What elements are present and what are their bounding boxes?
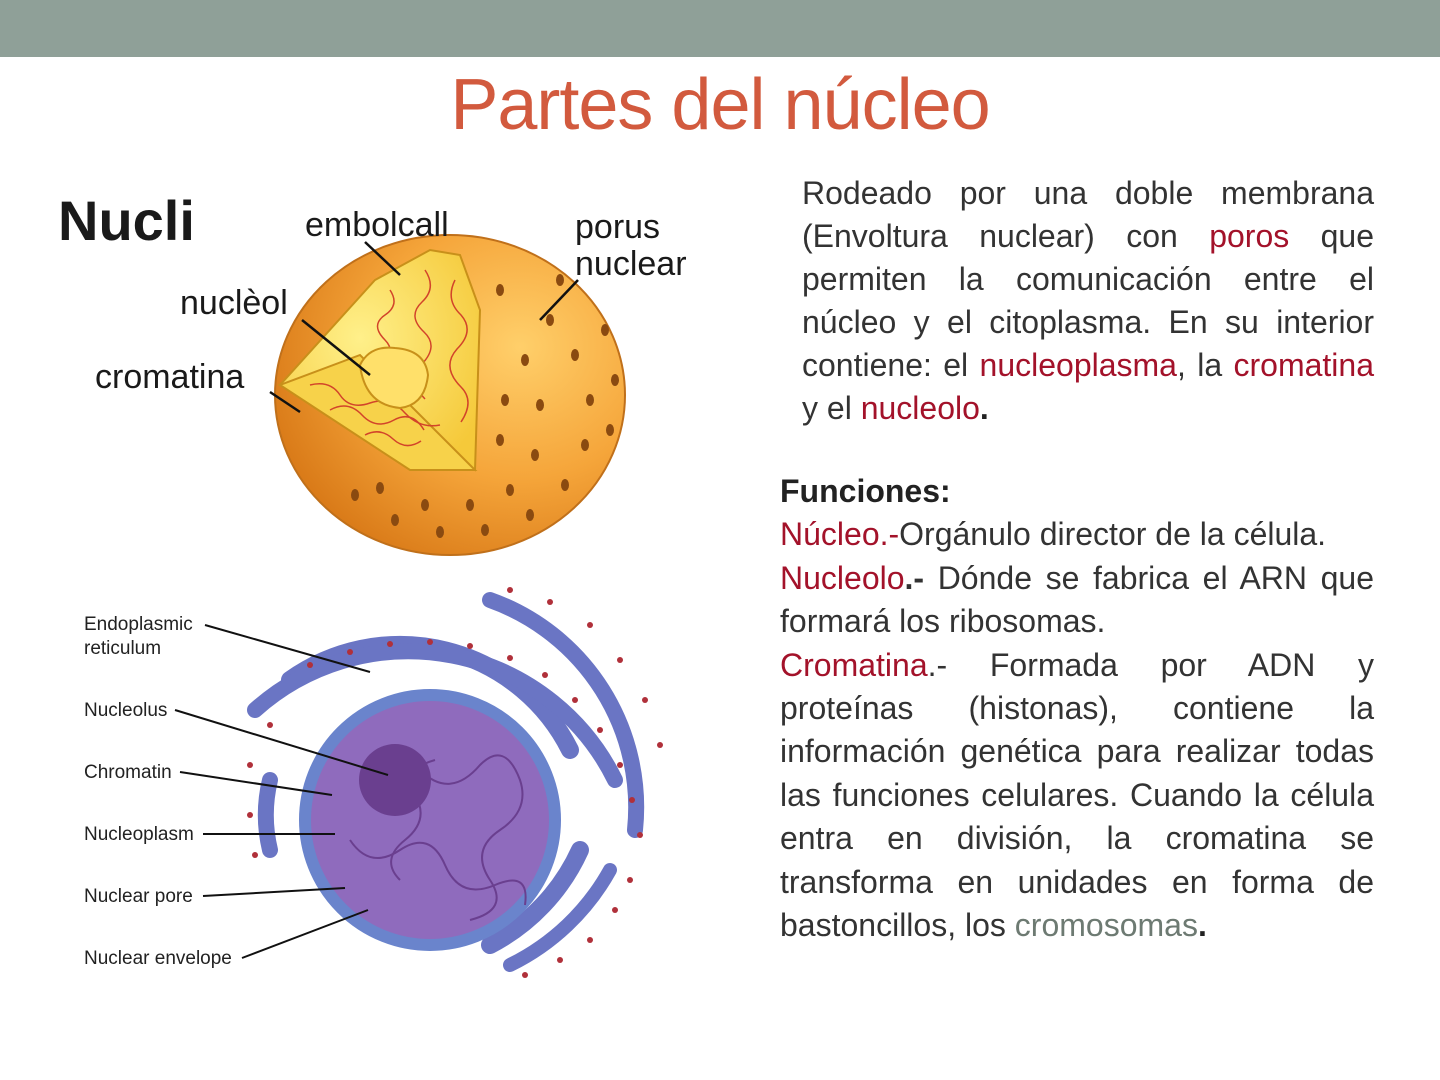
leader-nucleolus (301, 319, 371, 376)
intro-text-1: Rodeado por una doble membrana (Envoltur… (802, 175, 1374, 254)
sep-nucleo: .- (879, 516, 900, 553)
leader-chromatin (269, 390, 301, 414)
intro-text-3: , la (1176, 347, 1234, 383)
slide-title: Partes del núcleo (450, 65, 990, 145)
label-er-1: Endoplasmic (84, 614, 193, 635)
nucleolus-shape (358, 346, 430, 410)
keyword-nucleoplasma: nucleoplasma (979, 347, 1177, 383)
final-period: . (1197, 907, 1207, 944)
ribosomes (247, 587, 663, 978)
sep-nucleolo: .- (904, 559, 938, 596)
functions-heading: Funciones: (780, 473, 951, 509)
leader-envelope (364, 241, 401, 276)
cutaway-floor (277, 353, 478, 471)
intro-period: . (979, 390, 989, 426)
label-pore-2: nuclear (575, 245, 687, 283)
text-cromatina: Formada por ADN y proteínas (histonas), … (780, 646, 1374, 944)
nuclear-pores (351, 274, 619, 538)
label-envelope: embolcall (305, 206, 449, 244)
term-nucleolo: Nucleolo (780, 559, 905, 596)
nucleus-envelope (299, 689, 561, 951)
text-nucleo: Orgánulo director de la célula. (899, 516, 1327, 553)
nucleus-diagram-english: Endoplasmic reticulum Nucleolus Chromati… (84, 587, 663, 978)
label-nucleolus-en: Nucleolus (84, 700, 167, 721)
leader-er (204, 624, 371, 673)
label-er-2: reticulum (84, 638, 161, 659)
keyword-cromatina: cromatina (1233, 347, 1375, 383)
leader-pore (539, 279, 579, 321)
nucleus-diagram-catalan: Nucli embolcall porus nuclear nuclèol cr… (58, 189, 687, 556)
leader-nucleolus-en (174, 709, 389, 776)
term-cromatina: Cromatina (780, 646, 928, 683)
text-nucleolo: Dónde se fabrica el ARN que formará los … (780, 559, 1375, 640)
header-bar (0, 0, 1440, 57)
function-item-nucleolo: Nucleolo.- Dónde se fabrica el ARN que f… (780, 557, 1374, 644)
leader-pore-en (202, 887, 346, 897)
label-chromatin: cromatina (95, 358, 244, 396)
label-pore-en: Nuclear pore (84, 886, 193, 907)
function-item-cromatina: Cromatina.- Formada por ADN y proteínas … (780, 644, 1374, 948)
intro-text-2: que permiten la comunicación entre el nú… (802, 218, 1375, 383)
label-chromatin-en: Chromatin (84, 762, 172, 783)
intro-paragraph: Rodeado por una doble membrana (Envoltur… (802, 172, 1374, 430)
label-nucleoplasm: Nucleoplasm (84, 824, 194, 845)
term-nucleo: Núcleo (780, 516, 880, 553)
leader-envelope-en (241, 909, 369, 959)
keyword-poros: poros (1209, 218, 1290, 254)
leader-chromatin-en (179, 771, 333, 796)
sep-cromatina: .- (927, 646, 990, 683)
diagram-heading: Nucli (58, 189, 195, 252)
function-item-nucleo: Núcleo.-Orgánulo director de la célula. (780, 513, 1374, 556)
nucleolus-shape (359, 744, 431, 816)
intro-text-4: y el (802, 390, 861, 426)
term-cromosomas: cromosomas (1014, 907, 1198, 944)
functions-section: Funciones: Núcleo.-Orgánulo director de … (780, 470, 1374, 947)
label-envelope-en: Nuclear envelope (84, 948, 232, 969)
label-nucleolus: nuclèol (180, 284, 288, 322)
keyword-nucleolo: nucleolo (860, 390, 980, 426)
label-pore-1: porus (575, 208, 660, 246)
